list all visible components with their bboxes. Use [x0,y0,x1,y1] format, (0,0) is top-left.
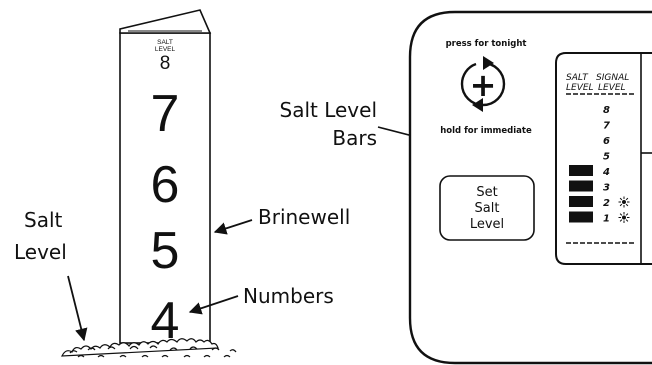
set-salt-level-label-1: Set [476,185,497,200]
level-number-1: 1 [603,214,610,225]
level-number-5: 5 [603,152,610,163]
tube-small-label-1: SALT [157,39,173,46]
brinewell-tube: SALT LEVEL 8 7 6 5 4 [120,10,210,350]
level-number-8: 8 [603,105,610,116]
level-number-3: 3 [603,183,610,194]
label-numbers: Numbers [243,284,334,308]
level-number-2: 2 [603,198,610,209]
set-salt-level-label-2: Salt [475,201,500,216]
salt-level-bar-1 [569,212,593,223]
salt-level-bar-2 [569,196,593,207]
salt-level-header-1: SALT [566,73,589,83]
level-number-7: 7 [603,121,610,132]
level-number-4: 4 [602,167,610,178]
label-brinewell: Brinewell [258,205,350,229]
set-salt-level-button[interactable]: Set Salt Level [440,176,534,240]
tube-cap [120,10,210,33]
salt-level-header-2: LEVEL [566,83,594,93]
hold-for-immediate-text: hold for immediate [440,126,532,136]
tube-number-8: 8 [160,53,171,74]
arrow-salt-level [68,276,84,340]
signal-light-icon-1 [619,212,630,223]
tube-small-label-2: LEVEL [155,46,176,53]
arrow-brinewell [215,220,252,232]
plus-symbol: + [470,66,497,104]
label-salt-level-bars-2: Bars [332,126,377,150]
tube-number-6: 6 [151,156,180,214]
level-number-6: 6 [603,136,610,147]
salt-level-bar-4 [569,165,593,176]
salt-level-bar-3 [569,181,593,192]
label-salt: Salt [24,208,63,232]
press-for-tonight-text: press for tonight [446,39,527,49]
label-salt-level-bars-1: Salt Level [280,98,378,122]
signal-light-icon-2 [619,197,630,208]
tube-number-5: 5 [151,222,180,280]
set-salt-level-label-3: Level [470,217,504,232]
tube-number-7: 7 [151,85,180,143]
signal-level-header-2: LEVEL [598,83,626,93]
label-level: Level [14,240,67,264]
salt-level-display: SALT LEVEL SIGNAL LEVEL 8 7 6 5 4 3 2 1 [556,53,652,264]
control-panel: press for tonight hold for immediate + S… [410,12,652,363]
signal-level-header-1: SIGNAL [596,73,629,83]
